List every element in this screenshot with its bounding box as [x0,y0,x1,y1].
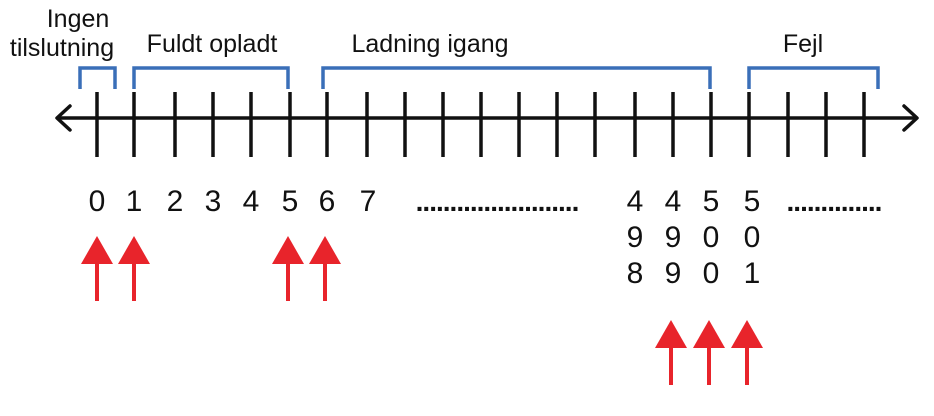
tick-value-5000-digit-2: 0 [703,221,720,254]
tick-value-2: 2 [167,185,184,218]
tick-value-4999-digit-2: 9 [665,221,682,254]
tick-values: 0 1 2 3 4 5 6 7 ........................… [89,185,883,290]
label-charging: Ladning igang [351,30,508,58]
tick-value-7: 7 [360,185,377,218]
tick-value-0: 0 [89,185,106,218]
up-arrow-icon-6 [309,236,341,301]
tick-value-4998-digit-1: 4 [627,185,644,218]
tick-value-4: 4 [243,185,260,218]
up-arrow-icon-0 [81,236,113,301]
arrow-head [693,320,725,348]
arrow-head [118,236,150,264]
tick-value-5000-digit-1: 5 [703,185,720,218]
tick-value-4998-digit-3: 8 [627,257,644,290]
label-fully-charged: Fuldt opladt [147,30,278,58]
up-arrow-icon-4999 [693,320,725,385]
marker-arrows [81,236,763,385]
arrow-head [655,320,687,348]
axis-ticks [95,92,866,157]
arrow-head [272,236,304,264]
tick-value-5000-digit-3: 0 [703,257,720,290]
label-no-connection-line2: tilslutning [10,34,114,62]
bracket-no-connection [78,66,117,89]
label-no-connection-line1: Ingen [47,5,110,33]
bracket-charging [321,66,712,89]
bracket-error [747,66,880,89]
axis-right-arrowhead-icon [902,104,919,132]
tick-value-3: 3 [205,185,222,218]
arrow-head [81,236,113,264]
tick-value-1: 1 [126,185,143,218]
ellipsis-middle: ........................ [416,186,579,217]
ellipsis-end: .............. [787,186,882,217]
group-brackets [78,66,880,89]
arrow-head [309,236,341,264]
up-arrow-icon-5000 [731,320,763,385]
up-arrow-icon-1 [118,236,150,301]
number-line-axis [55,92,919,157]
tick-value-4999-digit-1: 4 [665,185,682,218]
axis-left-arrowhead-icon [55,104,72,132]
up-arrow-icon-5 [272,236,304,301]
up-arrow-icon-4998 [655,320,687,385]
tick-value-6: 6 [319,185,336,218]
tick-value-5001-digit-3: 1 [744,257,761,290]
tick-value-5001-digit-2: 0 [744,221,761,254]
tick-value-5: 5 [282,185,299,218]
tick-value-5001-digit-1: 5 [744,185,761,218]
tick-value-4999-digit-3: 9 [665,257,682,290]
tick-value-4998-digit-2: 9 [627,221,644,254]
arrow-head [731,320,763,348]
label-error: Fejl [783,30,823,58]
bracket-fully-charged [132,66,290,89]
